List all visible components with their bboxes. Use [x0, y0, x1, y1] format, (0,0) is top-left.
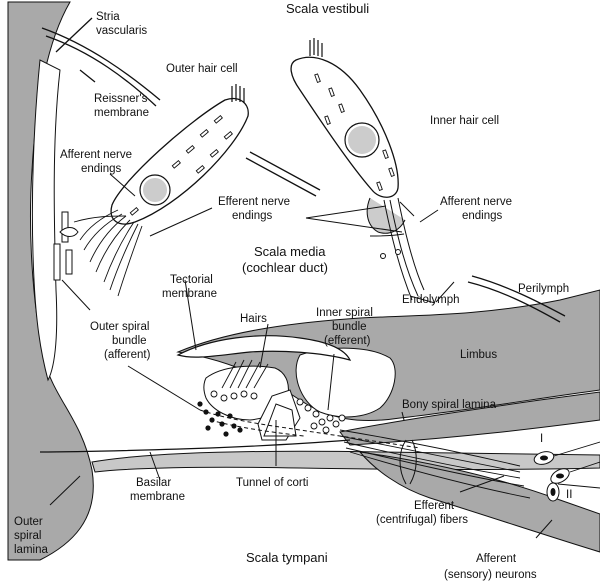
label-outer-bundle-2: bundle [112, 335, 147, 347]
label-outer-hair-cell: Outer hair cell [166, 63, 238, 75]
label-stria-2: vascularis [96, 25, 147, 37]
basilar-membrane [39, 439, 351, 453]
outer-nerve-bundle [53, 211, 79, 281]
label-reissner-2: membrane [94, 107, 149, 119]
label-efferent-fibers-2: (centrifugal) fibers [376, 514, 468, 526]
label-perilymph: Perilymph [518, 283, 569, 295]
label-reissner-1: Reissner's [94, 93, 148, 105]
label-inner-bundle-1: Inner spiral [316, 307, 373, 319]
membrane-lines [41, 17, 566, 323]
label-scala-media-1: Scala media [254, 244, 326, 259]
pointer-lines [49, 173, 553, 539]
label-stria-1: Stria [96, 11, 120, 23]
inner-hair-cell [290, 38, 425, 301]
label-scala-tympani: Scala tympani [246, 550, 328, 565]
label-afferent-neurons-1: Afferent [476, 553, 517, 565]
spiral-ganglion-neurons [533, 441, 600, 502]
stria-pointer [55, 17, 93, 53]
label-inner-bundle-2: bundle [332, 321, 367, 333]
label-afferent-left-1: Afferent nerve [60, 149, 132, 161]
label-hairs: Hairs [240, 313, 267, 325]
organ-of-corti [197, 359, 531, 499]
label-afferent-right-2: endings [462, 210, 503, 222]
reissners-membrane-line-2 [45, 35, 157, 107]
tunnel-of-corti [263, 403, 297, 437]
label-scala-media-2: (cochlear duct) [242, 260, 328, 275]
label-afferent-right-1: Afferent nerve [440, 196, 512, 208]
label-efferent-fibers-1: Efferent [414, 500, 455, 512]
label-limbus: Limbus [460, 349, 497, 361]
middle-membrane-line-1 [245, 157, 317, 197]
label-scala-vestibuli: Scala vestibuli [286, 1, 369, 16]
outer-nerve-fibers [73, 209, 143, 297]
label-outer-lamina-2: spiral [14, 530, 41, 542]
perilymph-membrane-1 [467, 281, 561, 323]
label-inner-hair-cell: Inner hair cell [430, 115, 499, 127]
label-roman-1: I [540, 433, 543, 445]
label-inner-bundle-3: (efferent) [324, 335, 371, 347]
label-outer-bundle-3: (afferent) [104, 349, 151, 361]
label-roman-2: II [566, 489, 572, 501]
bony-spiral-lamina-lower [358, 451, 600, 553]
label-efferent-2: endings [232, 210, 273, 222]
label-outer-lamina-1: Outer [14, 516, 43, 528]
label-basilar-2: membrane [130, 491, 185, 503]
reissners-membrane-line [41, 27, 161, 101]
label-afferent-left-2: endings [81, 163, 122, 175]
outer-hair-cell [53, 84, 249, 297]
labels: Scala vestibuli Stria vascularis Reissne… [14, 1, 572, 581]
label-bony-lamina: Bony spiral lamina [402, 399, 497, 411]
label-efferent-1: Efferent nerve [218, 196, 290, 208]
perilymph-membrane-2 [471, 275, 566, 317]
spiral-ligament-lower [91, 450, 600, 473]
label-outer-lamina-3: lamina [14, 544, 48, 556]
label-outer-bundle-1: Outer spiral [90, 321, 149, 333]
label-endolymph: Endolymph [402, 294, 460, 306]
bony-spiral-lamina-upper [339, 391, 600, 446]
label-basilar-1: Basilar [136, 477, 171, 489]
label-tunnel: Tunnel of corti [236, 477, 308, 489]
middle-membrane-line-2 [249, 151, 321, 191]
stria-vascularis [31, 59, 61, 382]
label-tectorial-2: membrane [162, 288, 217, 300]
limbus-inner-white [295, 347, 396, 418]
label-afferent-neurons-2: (sensory) neurons [444, 569, 537, 581]
reissner-pointer [79, 69, 96, 83]
label-tectorial-1: Tectorial [170, 274, 213, 286]
radial-nerve-fibers [339, 429, 531, 499]
